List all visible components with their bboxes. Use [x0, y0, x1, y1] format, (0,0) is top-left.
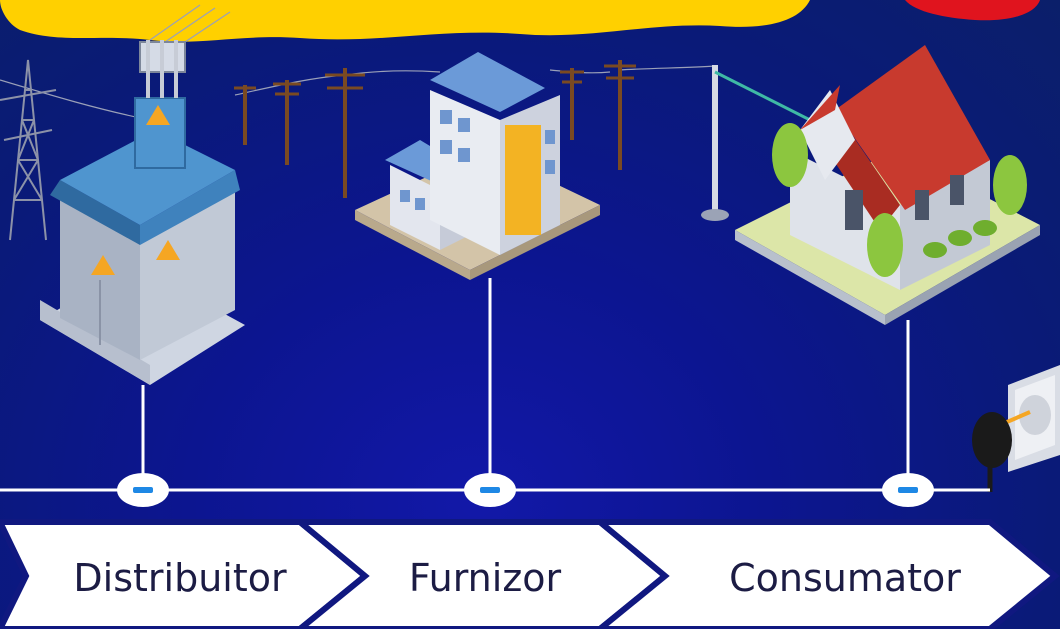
connector-lines	[141, 278, 910, 488]
timeline-node	[464, 473, 516, 507]
transformer-icon	[40, 40, 245, 385]
timeline-node	[882, 473, 934, 507]
red-shape	[905, 0, 1040, 21]
step-label-consumator: Consumator	[729, 556, 961, 600]
pylon-icon	[0, 59, 57, 241]
step-label-furnizor: Furnizor	[408, 556, 562, 600]
plug-socket-icon	[972, 365, 1060, 492]
timeline-node	[117, 473, 169, 507]
solar-building-icon	[355, 52, 600, 280]
house-icon	[735, 45, 1040, 325]
step-label-distribuitor: Distribuitor	[73, 556, 287, 600]
yellow-cloud-shape	[0, 0, 810, 42]
chevron-step-consumator	[591, 519, 1060, 629]
